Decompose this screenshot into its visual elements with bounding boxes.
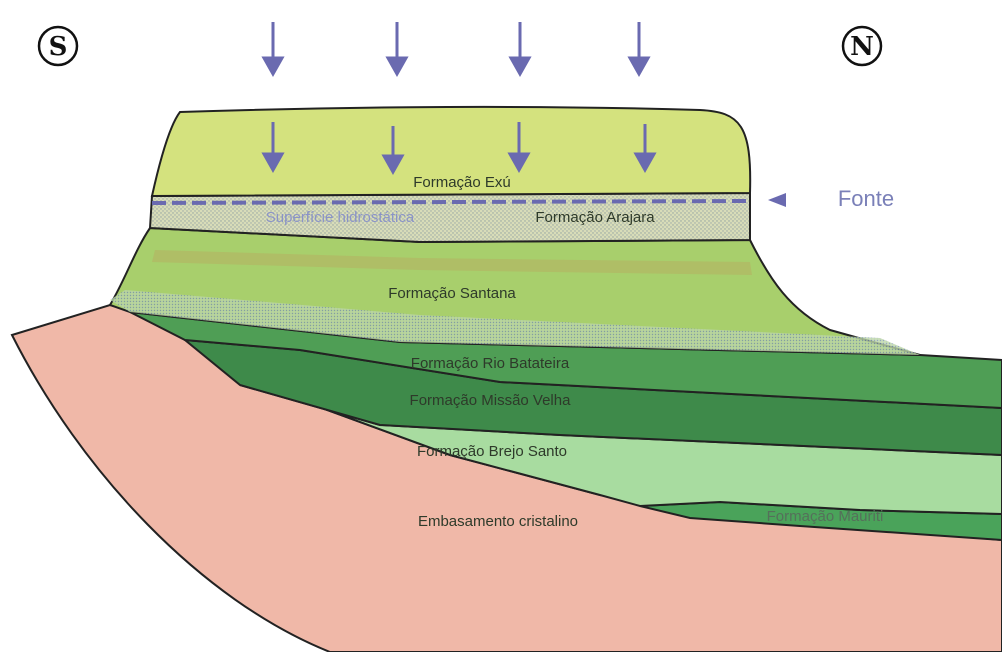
svg-text:N: N	[850, 32, 874, 62]
spring-arrow-icon	[768, 193, 786, 207]
label-embasamento: Embasamento cristalino	[418, 513, 578, 530]
label-fonte: Fonte	[838, 186, 894, 211]
compass-north: N	[843, 27, 881, 65]
label-exu: Formação Exú	[413, 174, 511, 191]
label-hydrostatic: Superfície hidrostática	[266, 209, 415, 226]
label-missao-velha: Formação Missão Velha	[410, 392, 572, 409]
recharge-arrows-top	[264, 22, 648, 74]
compass-south: S	[39, 27, 77, 65]
label-rio-batateira: Formação Rio Batateira	[411, 355, 570, 372]
label-santana: Formação Santana	[388, 285, 516, 302]
label-arajara: Formação Arajara	[535, 209, 655, 226]
label-brejo-santo: Formação Brejo Santo	[417, 443, 567, 460]
svg-text:S: S	[49, 32, 68, 62]
label-mauriti: Formação Mauriti	[767, 508, 884, 525]
